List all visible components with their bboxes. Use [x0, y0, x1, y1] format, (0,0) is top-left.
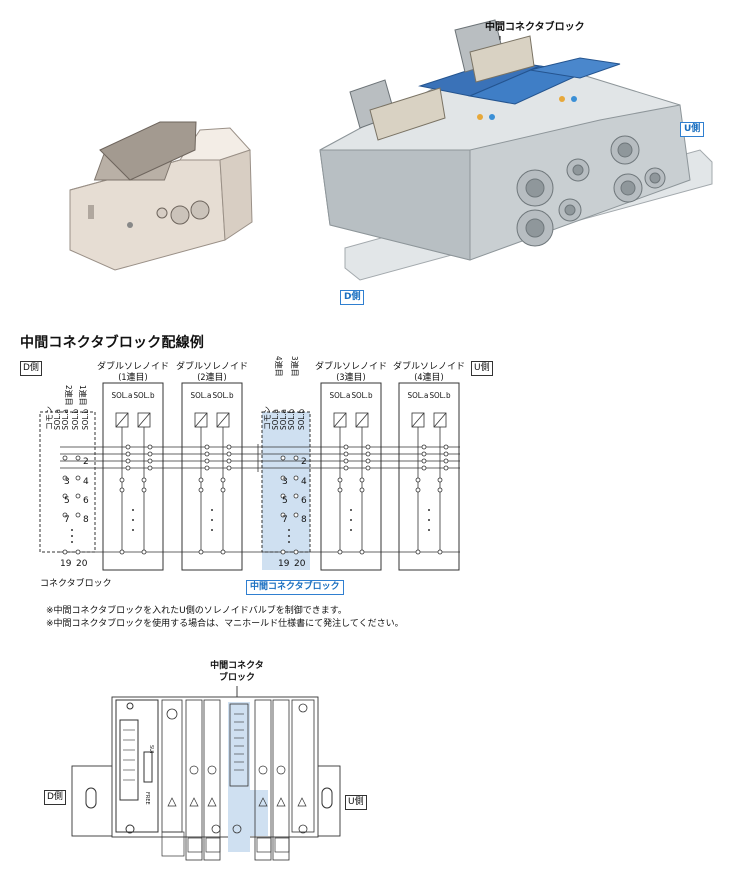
- middle-pin-headers: コモン SOL.a SOL.a SOL.b SOL.b 4連目 3連目: [263, 356, 306, 430]
- svg-text:4: 4: [301, 477, 307, 487]
- photo-area: 中間コネクタブロック U側 D側: [0, 0, 745, 320]
- bus-lines: [60, 444, 460, 553]
- svg-text:SOL.b: SOL.b: [133, 391, 155, 400]
- middle-connector-highlight: [262, 412, 310, 570]
- svg-text:8: 8: [83, 515, 89, 525]
- svg-text:2: 2: [301, 457, 307, 467]
- valve-box-1: [102, 382, 164, 571]
- valve-box-3: [320, 382, 382, 571]
- wiring-u-side: U側: [471, 361, 493, 376]
- svg-text:SOL.b: SOL.b: [297, 408, 306, 430]
- connector-block-label: コネクタブロック: [40, 579, 112, 589]
- svg-text:(4連目): (4連目): [414, 371, 443, 383]
- valve-box-4: [398, 382, 460, 571]
- svg-text:SOL.a: SOL.a: [279, 409, 288, 430]
- svg-text:SOL.b: SOL.b: [71, 408, 80, 430]
- bottom-callout: 中間コネクタ ブロック: [207, 660, 267, 684]
- bottom-callout-line2: ブロック: [218, 673, 255, 683]
- svg-text:ダブルソレノイド: ダブルソレノイド: [315, 360, 387, 372]
- bottom-d-side: D側: [44, 790, 66, 805]
- svg-text:(3連目): (3連目): [336, 371, 365, 383]
- sol-labels: SOL.a SOL.b SOL.a SOL.b SOL.a SOL.b SOL.…: [112, 391, 451, 400]
- svg-text:20: 20: [294, 559, 306, 569]
- left-pin-headers: コモン SOL.a SOL.a SOL.b SOL.b 2連目 1連目: [45, 385, 90, 430]
- svg-text:5: 5: [64, 496, 70, 506]
- svg-text:コモン: コモン: [263, 406, 272, 430]
- middle-connector-pins: [280, 455, 299, 555]
- free-label: FREE: [144, 792, 150, 805]
- svg-text:SOL.b: SOL.b: [429, 391, 451, 400]
- middle-connector-callout: 中間コネクタブロック: [485, 22, 585, 33]
- svg-text:SUI: SUI: [148, 745, 154, 753]
- svg-text:3連目: 3連目: [290, 356, 300, 377]
- svg-text:8: 8: [301, 515, 307, 525]
- svg-text:SOL.a: SOL.a: [61, 409, 70, 430]
- svg-text:SOL.a: SOL.a: [191, 391, 212, 400]
- svg-text:ダブルソレノイド: ダブルソレノイド: [176, 360, 248, 372]
- connector-block-drawing: [69, 121, 253, 271]
- svg-text:6: 6: [83, 496, 89, 506]
- middle-pin-numbers: 2 3 4 5 6 7 8 19 20: [278, 457, 307, 569]
- svg-text:3: 3: [64, 477, 70, 487]
- svg-text:3: 3: [282, 477, 288, 487]
- switch-contacts: [119, 444, 449, 555]
- svg-text:SOL.b: SOL.b: [287, 408, 296, 430]
- svg-text:6: 6: [301, 496, 307, 506]
- note-1: ※中間コネクタブロックを入れたU側のソレノイドバルブを制御できます。: [46, 606, 347, 616]
- svg-text:コモン: コモン: [45, 406, 54, 430]
- svg-text:SOL.b: SOL.b: [351, 391, 373, 400]
- connector-ellipsis: [71, 529, 290, 543]
- middle-connector-tag: 中間コネクタブロック: [246, 580, 344, 595]
- svg-text:ダブルソレノイド: ダブルソレノイド: [97, 360, 169, 372]
- svg-text:ダブルソレノイド: ダブルソレノイド: [393, 360, 465, 372]
- manifold-drawing: [319, 19, 713, 281]
- svg-text:4: 4: [83, 477, 89, 487]
- svg-text:(2連目): (2連目): [197, 371, 226, 383]
- wiring-diagram: コモン SOL.a SOL.a SOL.b SOL.b 2連目 1連目 コモン …: [39, 356, 465, 571]
- svg-text:SOL.b: SOL.b: [212, 391, 234, 400]
- svg-text:SOL.a: SOL.a: [408, 391, 429, 400]
- left-connector-pins: [62, 455, 81, 555]
- wiring-title: 中間コネクタブロック配線例: [20, 335, 205, 351]
- svg-text:7: 7: [282, 515, 288, 525]
- svg-text:(1連目): (1連目): [118, 371, 147, 383]
- note-2: ※中間コネクタブロックを使用する場合は、マニホールド仕様書にて発注してください。: [46, 619, 404, 629]
- svg-text:SOL.a: SOL.a: [330, 391, 351, 400]
- svg-text:2連目: 2連目: [64, 385, 74, 406]
- svg-text:2: 2: [83, 457, 89, 467]
- u-side-tag: U側: [680, 122, 705, 137]
- wiring-d-side: D側: [20, 361, 42, 376]
- svg-text:5: 5: [282, 496, 288, 506]
- svg-text:SOL.b: SOL.b: [81, 408, 90, 430]
- manifold-illustration: [69, 19, 713, 281]
- valve-box-2: [181, 382, 243, 571]
- bottom-callout-line1: 中間コネクタ: [210, 661, 264, 671]
- manifold-body: [111, 696, 319, 838]
- valve-headers: ダブルソレノイド (1連目) ダブルソレノイド (2連目) ダブルソレノイド (…: [97, 360, 465, 383]
- svg-text:19: 19: [278, 559, 290, 569]
- svg-text:7: 7: [64, 515, 70, 525]
- valve-ellipsis: [132, 509, 430, 531]
- coil-diagonals: [115, 412, 447, 428]
- svg-text:20: 20: [76, 559, 88, 569]
- svg-text:19: 19: [60, 559, 72, 569]
- svg-text:4連目: 4連目: [274, 356, 284, 377]
- svg-text:1連目: 1連目: [78, 385, 88, 406]
- svg-text:SOL.a: SOL.a: [53, 409, 62, 430]
- left-pin-numbers: 2 3 4 5 6 7 8 19 20: [60, 457, 89, 569]
- svg-text:SOL.a: SOL.a: [112, 391, 133, 400]
- d-side-tag: D側: [340, 290, 365, 305]
- svg-text:SOL.a: SOL.a: [271, 409, 280, 430]
- bottom-u-side: U側: [345, 795, 367, 810]
- din-rail: [71, 765, 341, 837]
